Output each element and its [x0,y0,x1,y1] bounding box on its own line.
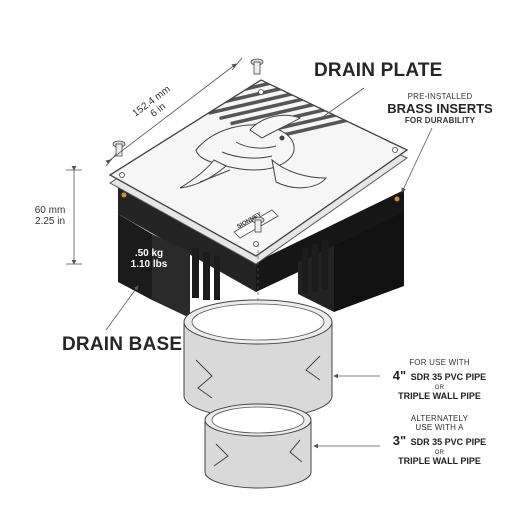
plate-slot [111,35,241,65]
dimension-arrow-icon [66,166,82,265]
plate-slot [67,14,197,44]
pipe3-line1: ALTERNATELY [410,414,469,423]
height-dimension: 60 mm 2.25 in [26,205,74,227]
weight-lbs: 1.10 lbs [130,259,168,270]
pipe3-unit: " [400,433,407,448]
plate-slot [56,9,186,39]
pipe4-line1: FOR USE WITH [409,358,470,367]
plate-slot [78,19,208,49]
screw-icon [112,140,126,157]
pipe3-callout: ALTERNATELY USE WITH A 3" SDR 35 PVC PIP… [382,414,497,466]
plate-slot [23,0,153,23]
plate-slot [89,25,219,55]
pipe4-alt: TRIPLE WALL PIPE [398,391,481,401]
pipe3-size: 3 [392,433,401,448]
dimension-arrow-icon [105,57,243,167]
plate-slot [34,0,164,28]
pipe4-name: SDR 35 PVC PIPE [410,372,487,382]
pipe4-callout: FOR USE WITH 4" SDR 35 PVC PIPE OR TRIPL… [382,358,497,401]
pipe3-line2: USE WITH A [415,423,464,432]
brass-inserts-callout: PRE-INSTALLED BRASS INSERTS FOR DURABILI… [380,92,500,125]
pipe-ring-4in [183,299,333,419]
pipe4-or: OR [434,385,445,391]
weight-kg: .50 kg [134,248,164,259]
drain-base [118,183,404,318]
pipe-ring-3in [204,403,312,489]
weight-label: .50 kg 1.10 lbs [127,248,171,270]
drain-plate-label: DRAIN PLATE [314,60,443,81]
pipe4-size: 4 [392,368,401,383]
inserts-line1: PRE-INSTALLED [407,92,473,101]
inserts-line3: FOR DURABILITY [404,116,476,125]
plate-slot [122,41,252,71]
plate-slot [133,46,263,76]
drain-base-label: DRAIN BASE [62,334,183,355]
pipe3-alt: TRIPLE WALL PIPE [398,456,481,466]
screw-icon [251,216,265,233]
pipe3-or: OR [434,450,445,456]
plate-slot [45,4,175,34]
plate-slot [100,30,230,60]
screw-icon [250,58,264,75]
plate-slot [12,0,142,18]
brass-insert-icon [121,192,127,198]
pipe4-unit: " [400,368,407,383]
height-mm: 60 mm [34,205,66,216]
height-in: 2.25 in [34,216,66,227]
pipe3-name: SDR 35 PVC PIPE [410,437,487,447]
brass-insert-icon [394,196,400,202]
inserts-line2: BRASS INSERTS [387,101,493,116]
